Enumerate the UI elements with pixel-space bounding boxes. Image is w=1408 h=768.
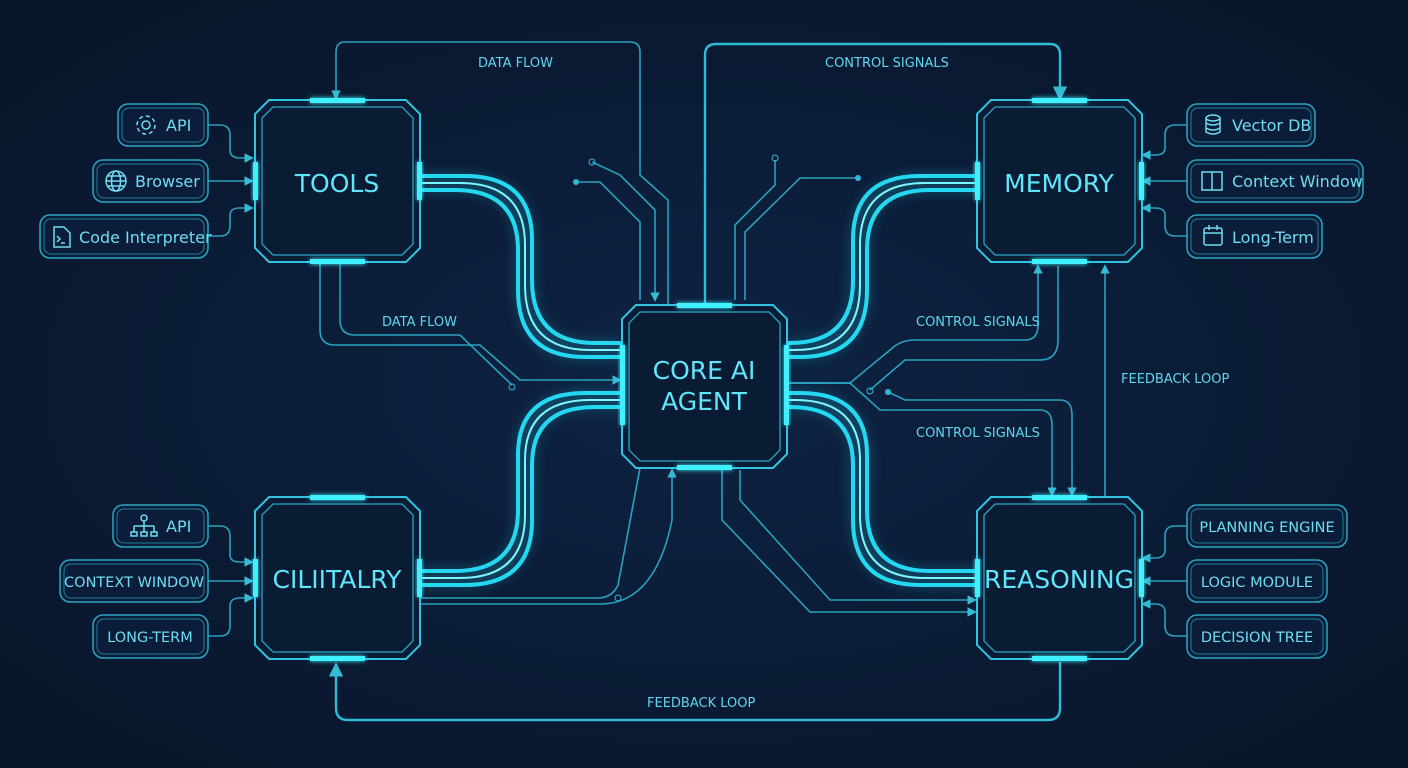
feedback-loop-label: FEEDBACK LOOP <box>1121 372 1229 387</box>
network-icon <box>130 514 158 537</box>
node-reasoning[interactable]: REASONING <box>975 495 1144 661</box>
memory-input-context-window[interactable]: Context Window <box>1186 159 1364 203</box>
node-memory[interactable]: MEMORY <box>975 98 1144 264</box>
pill-label: Browser <box>135 172 200 191</box>
pipe-memory-core[interactable] <box>785 174 977 359</box>
control-signals-label: CONTROL SIGNALS <box>825 56 949 71</box>
pill-label: PLANNING ENGINE <box>1199 520 1334 536</box>
control-signals-top-line <box>703 42 1068 305</box>
feedback-loop-bottom-line <box>328 662 1062 722</box>
data-flow-mid-line <box>319 264 622 385</box>
feedback-loop-label: FEEDBACK LOOP <box>647 696 755 711</box>
node-title-line2: AGENT <box>661 387 748 416</box>
control-signals-label: CONTROL SIGNALS <box>916 315 1040 330</box>
thin-connectors <box>319 41 1110 722</box>
pipe-ciliitalry-core[interactable] <box>420 391 622 587</box>
ciliitalry-input-api[interactable]: API <box>112 504 209 548</box>
pill-label: Long-Term <box>1232 228 1314 247</box>
input-connectors <box>208 124 1187 637</box>
pill-label: Code Interpreter <box>79 228 212 247</box>
node-ciliitalry[interactable]: CILIITALRY <box>253 495 422 661</box>
calendar-icon <box>1203 225 1223 246</box>
control-signals-mid1-line <box>785 264 1043 384</box>
control-signals-label: CONTROL SIGNALS <box>916 426 1040 441</box>
data-flow-label: DATA FLOW <box>478 56 553 71</box>
tools-input-code-interpreter[interactable]: Code Interpreter <box>39 214 212 259</box>
node-tools[interactable]: TOOLS <box>253 98 422 264</box>
node-title: CORE AI <box>653 356 756 385</box>
terminal-file-icon <box>53 226 71 248</box>
memory-input-vector-db[interactable]: Vector DB <box>1186 103 1316 147</box>
node-title: CILIITALRY <box>273 565 403 594</box>
node-core-ai-agent[interactable]: CORE AI AGENT <box>620 303 789 470</box>
ciliitalry-input-context-window[interactable]: CONTEXT WINDOW <box>59 559 209 603</box>
control-signals-mid2-line <box>785 382 1057 497</box>
globe-icon <box>105 170 127 192</box>
data-flow-label: DATA FLOW <box>382 315 457 330</box>
pipe-reasoning-core[interactable] <box>785 391 977 587</box>
data-flow-top-line <box>331 41 669 305</box>
node-title: TOOLS <box>294 169 379 198</box>
gear-icon <box>136 115 156 135</box>
pill-label: DECISION TREE <box>1201 630 1313 646</box>
pill-label: LONG-TERM <box>107 630 193 646</box>
reasoning-input-decision-tree[interactable]: DECISION TREE <box>1186 614 1328 659</box>
ciliitalry-input-long-term[interactable]: LONG-TERM <box>92 614 209 659</box>
book-icon <box>1201 171 1223 191</box>
pill-label: Vector DB <box>1232 116 1311 135</box>
memory-input-long-term[interactable]: Long-Term <box>1186 214 1323 259</box>
pill-label: Context Window <box>1232 172 1363 191</box>
tools-input-api[interactable]: API <box>117 103 209 147</box>
tools-input-browser[interactable]: Browser <box>92 159 209 203</box>
reasoning-input-planning-engine[interactable]: PLANNING ENGINE <box>1186 504 1348 548</box>
pill-label: API <box>166 116 191 135</box>
node-title: MEMORY <box>1004 169 1114 198</box>
node-title: REASONING <box>984 565 1134 594</box>
pill-label: LOGIC MODULE <box>1201 575 1313 591</box>
pipe-tools-core[interactable] <box>420 174 622 359</box>
pill-label: CONTEXT WINDOW <box>64 575 204 591</box>
pill-label: API <box>166 517 191 536</box>
reasoning-input-logic-module[interactable]: LOGIC MODULE <box>1186 559 1328 603</box>
database-icon <box>1205 114 1221 135</box>
main-pipes <box>420 172 977 589</box>
